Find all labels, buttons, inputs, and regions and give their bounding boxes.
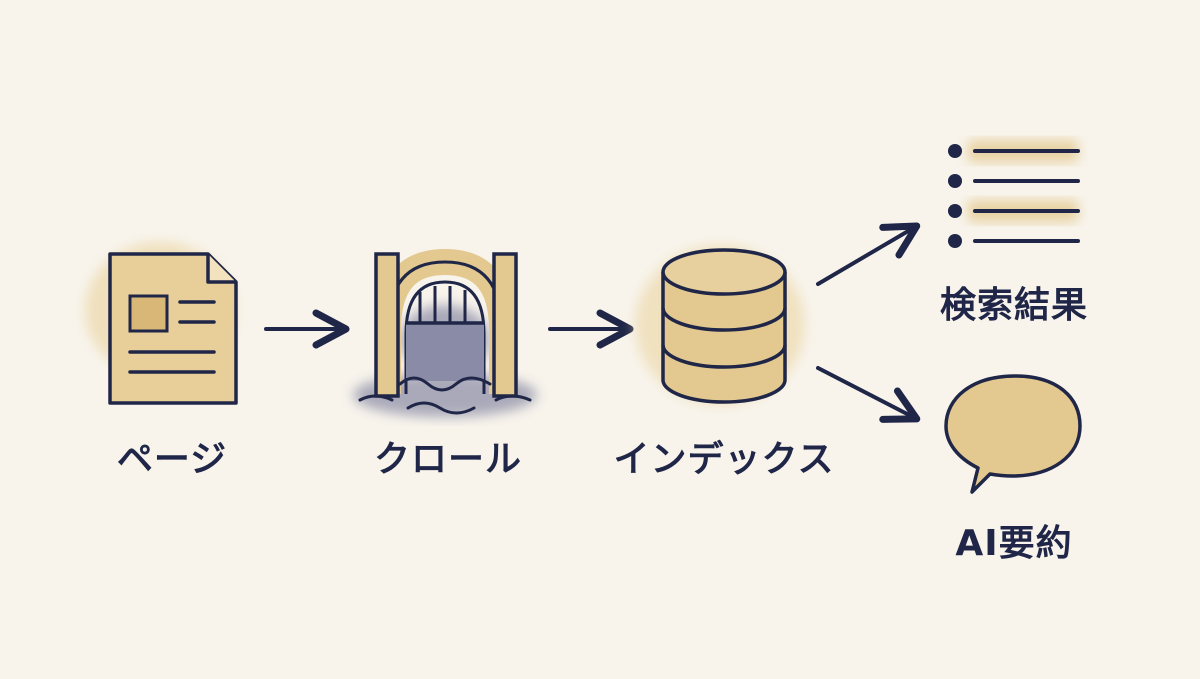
dam-gate-icon xyxy=(353,248,537,417)
arrow-index-to-results xyxy=(816,222,921,286)
document-icon xyxy=(85,242,238,405)
bulleted-list-icon xyxy=(948,140,1080,248)
page-label: ページ xyxy=(116,439,228,480)
summary-label: AI要約 xyxy=(955,523,1073,564)
database-icon xyxy=(635,245,805,405)
results-label: 検索結果 xyxy=(939,285,1089,326)
arrow-index-to-summary xyxy=(816,366,921,423)
crawl-label: クロール xyxy=(373,439,523,480)
speech-bubble-icon xyxy=(944,374,1082,494)
index-label: インデックス xyxy=(613,439,835,480)
